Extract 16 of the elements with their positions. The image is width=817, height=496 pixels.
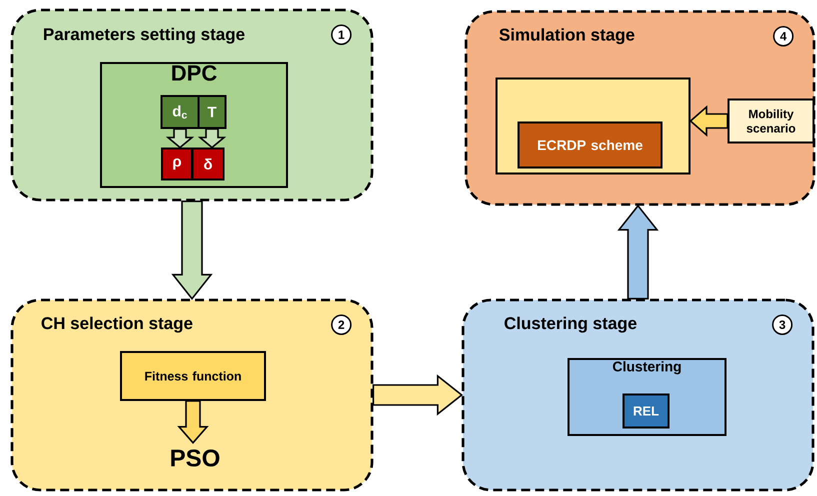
- block-arrow: [372, 374, 463, 416]
- parameter-cell: ECRDP scheme: [518, 122, 662, 168]
- block-arrow: [617, 204, 659, 300]
- block-arrow: [689, 105, 728, 137]
- block-arrow: [177, 400, 209, 444]
- parameter-cell: T: [198, 95, 226, 129]
- parameter-cell: ρ: [161, 148, 193, 180]
- parameter-cell: REL: [622, 394, 670, 428]
- block-arrow: [166, 128, 194, 149]
- output-label: PSO: [171, 450, 220, 466]
- parameter-cell: d$_{c}$: [160, 95, 200, 129]
- parameter-cell: δ: [192, 148, 224, 180]
- block-arrow: [171, 200, 213, 300]
- process-box: Fitness function: [120, 351, 266, 401]
- process-box: Mobility scenario: [728, 98, 814, 144]
- block-arrow: [198, 128, 226, 149]
